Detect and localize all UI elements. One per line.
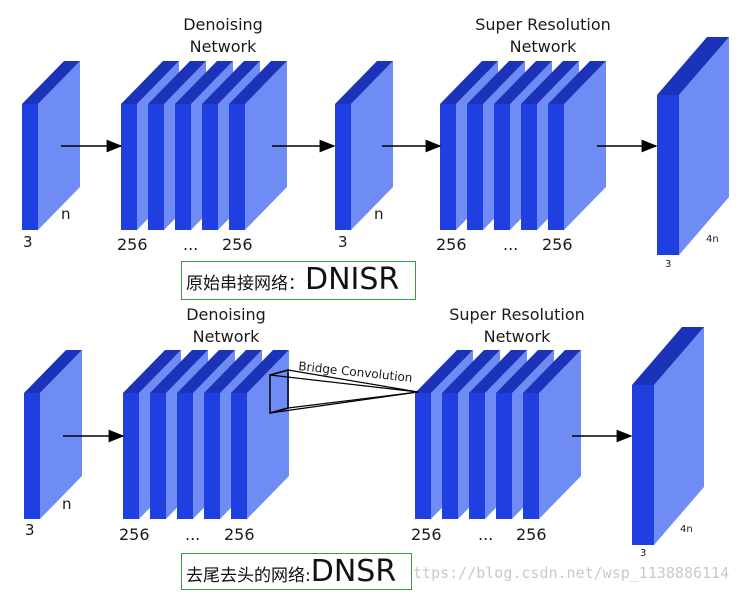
top-caption-en: DNISR bbox=[305, 262, 400, 297]
bottom-denoise-first: 256 bbox=[119, 525, 150, 544]
top-sr-layer-5 bbox=[548, 61, 606, 230]
bottom-caption-zh: 去尾去头的网络: bbox=[186, 566, 311, 586]
bottom-denoise-layer-5 bbox=[231, 350, 289, 519]
bottom-sr-last: 256 bbox=[516, 525, 547, 544]
bottom-denoising-title-1: Denoising bbox=[186, 305, 266, 324]
watermark: https://blog.csdn.net/wsp_1138886114 bbox=[404, 564, 730, 582]
bottom-caption-en: DNSR bbox=[310, 554, 397, 589]
bottom-output-size: 4n bbox=[680, 524, 693, 535]
top-output-size: 4n bbox=[706, 234, 719, 245]
top-denoising-title-1: Denoising bbox=[183, 15, 263, 34]
bottom-sr-title-2: Network bbox=[484, 327, 552, 346]
top-caption: 原始串接网络： DNISR bbox=[181, 261, 416, 300]
top-sr-dots: ... bbox=[503, 235, 518, 254]
top-output-block bbox=[657, 37, 729, 255]
bottom-input-channels: 3 bbox=[25, 521, 35, 539]
top-input-channels: 3 bbox=[23, 233, 33, 251]
bottom-output-block bbox=[632, 327, 704, 545]
top-caption-zh: 原始串接网络： bbox=[186, 274, 305, 294]
top-denoise-layer-5 bbox=[229, 61, 287, 230]
bottom-denoise-dots: ... bbox=[185, 525, 200, 544]
bottom-input-block bbox=[24, 350, 82, 519]
bottom-output-channels: 3 bbox=[640, 548, 646, 559]
top-denoise-first: 256 bbox=[117, 235, 148, 254]
top-denoise-dots: ... bbox=[183, 235, 198, 254]
bottom-caption: 去尾去头的网络: DNSR bbox=[181, 553, 412, 590]
top-middle-channels: 3 bbox=[338, 233, 348, 251]
bottom-denoising-title-2: Network bbox=[193, 327, 261, 346]
bottom-sr-dots: ... bbox=[478, 525, 493, 544]
top-input-size: n bbox=[61, 205, 71, 223]
top-output-channels: 3 bbox=[665, 259, 671, 270]
top-middle-size: n bbox=[374, 205, 384, 223]
top-denoise-last: 256 bbox=[222, 235, 253, 254]
top-sr-last: 256 bbox=[542, 235, 573, 254]
top-sr-first: 256 bbox=[436, 235, 467, 254]
top-sr-title-2: Network bbox=[510, 37, 578, 56]
top-denoising-title-2: Network bbox=[190, 37, 258, 56]
bottom-sr-layer-5 bbox=[523, 350, 581, 519]
bottom-sr-first: 256 bbox=[411, 525, 442, 544]
bottom-input-size: n bbox=[62, 495, 72, 513]
top-sr-title-1: Super Resolution bbox=[475, 15, 611, 34]
bridge-convolution bbox=[269, 369, 419, 414]
bottom-denoise-last: 256 bbox=[224, 525, 255, 544]
top-middle-block bbox=[335, 61, 393, 230]
bottom-sr-title-1: Super Resolution bbox=[449, 305, 585, 324]
top-input-block bbox=[22, 61, 80, 230]
